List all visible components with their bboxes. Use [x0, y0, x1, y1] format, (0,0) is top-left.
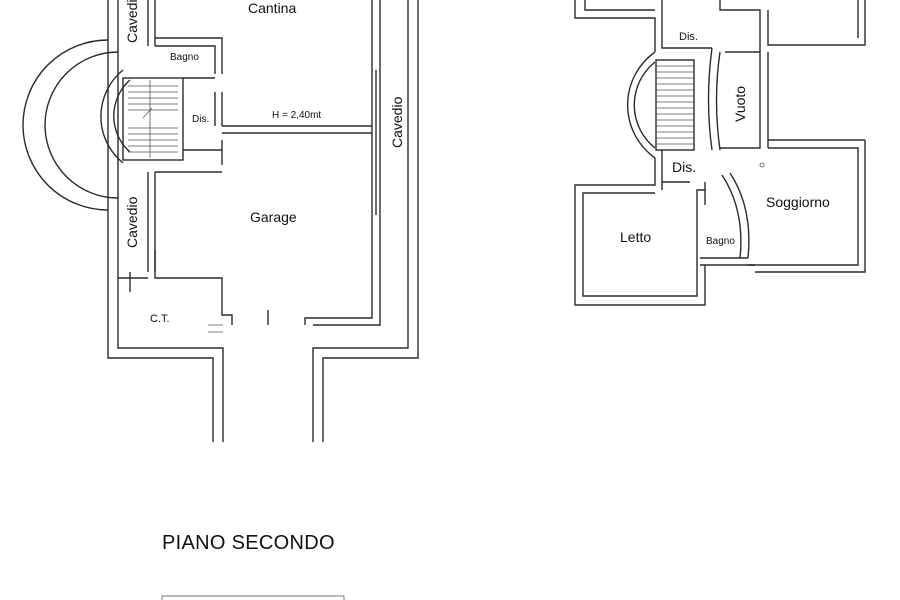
title-box-edge — [161, 595, 345, 600]
room-label-vuoto: Vuoto — [732, 86, 748, 122]
right-unit-top-walls — [574, 0, 866, 52]
cavedio-top-walls — [147, 0, 156, 46]
room-label-dis-top: Dis. — [679, 31, 698, 43]
left-unit-outer-wall — [107, 0, 419, 442]
room-label-dis-mid: Dis. — [672, 159, 696, 175]
room-label-cavedio-left: Cavedio — [124, 196, 140, 248]
room-label-dis-left: Dis. — [192, 114, 209, 125]
cavedio-right-walls — [371, 0, 381, 290]
right-unit: Dis. Vuoto Dis. Soggiorno Letto Bagno — [574, 0, 866, 306]
bagno-curved-wall — [700, 172, 755, 266]
floor-title: PIANO SECONDO — [162, 532, 335, 554]
room-label-bagno-left: Bagno — [170, 52, 199, 63]
room-label-bagno-right: Bagno — [706, 236, 735, 247]
bagno-partition — [155, 37, 223, 165]
left-stair-treads — [128, 80, 178, 158]
column-marker — [759, 162, 765, 168]
left-unit: Cantina Bagno Dis. H = 2,40mt Garage C.T… — [22, 0, 419, 442]
room-label-cavedio-top: Cavedio — [124, 0, 140, 43]
right-stair-block — [655, 59, 695, 151]
ct-room-door — [208, 324, 223, 333]
soggiorno-walls — [748, 139, 866, 273]
room-label-cantina: Cantina — [248, 0, 296, 16]
cavedio-left-walls — [147, 172, 156, 272]
room-label-ct: C.T. — [150, 313, 170, 325]
letto-walls — [574, 150, 706, 306]
vuoto-walls — [707, 47, 769, 151]
left-stair-block — [122, 77, 184, 161]
stair-tower-outer-arc — [22, 39, 119, 211]
garage-lower-walls — [118, 171, 381, 326]
stair-tower-inner-arc — [100, 69, 131, 164]
room-label-soggiorno: Soggiorno — [766, 194, 830, 210]
height-note: H = 2,40mt — [272, 110, 321, 121]
right-stair-tower-arc — [627, 51, 656, 159]
cantina-garage-divider — [222, 125, 372, 134]
room-label-garage: Garage — [250, 209, 297, 225]
right-stair-treads — [656, 65, 694, 145]
room-label-cavedio-right: Cavedio — [389, 96, 405, 148]
room-label-letto: Letto — [620, 229, 651, 245]
